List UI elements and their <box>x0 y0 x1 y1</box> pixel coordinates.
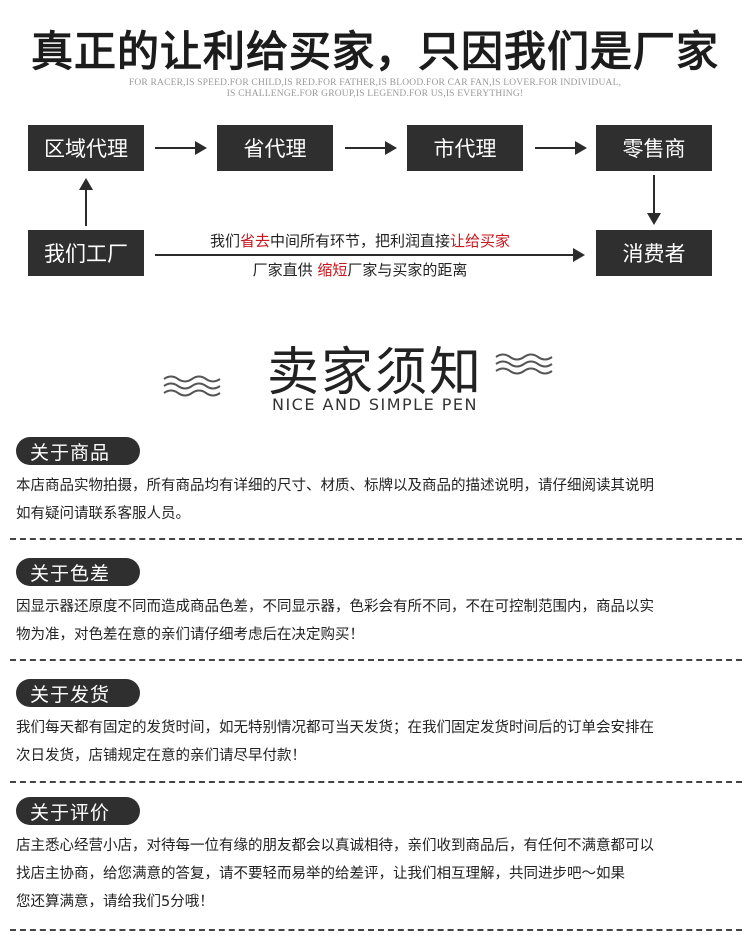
motto-line-2: IS CHALLENGE.FOR GROUP,IS LEGEND.FOR US,… <box>226 89 524 99</box>
section-title: 卖家须知 <box>266 343 483 403</box>
arrow-up-icon <box>78 178 94 226</box>
dashed-divider <box>10 538 742 540</box>
motto-line-1: FOR RACER,IS SPEED.FOR CHILD,IS RED.FOR … <box>128 78 622 88</box>
arrow-right-icon <box>535 141 587 155</box>
box-regional-agent: 区域代理 <box>28 125 144 171</box>
arrow-down-icon <box>646 175 662 225</box>
box-consumer: 消费者 <box>596 230 712 276</box>
dashed-divider <box>10 659 742 661</box>
arrow-right-icon <box>155 141 207 155</box>
wave-decoration-icon <box>495 353 553 375</box>
notice-label-shipping: 关于发货 <box>16 679 140 707</box>
flow-caption-2: 厂家直供 缩短厂家与买家的距离 <box>252 261 468 279</box>
dashed-divider <box>10 781 742 783</box>
box-retailer: 零售商 <box>596 125 712 171</box>
box-provincial-agent: 省代理 <box>217 125 333 171</box>
notice-text-shipping: 我们每天都有固定的发货时间，如无特别情况都可当天发货；在我们固定发货时间后的订单… <box>16 720 654 764</box>
notice-label-products: 关于商品 <box>16 437 140 465</box>
notice-text-reviews: 店主悉心经营小店，对待每一位有缘的朋友都会以真诚相待，亲们收到商品后，有任何不满… <box>16 838 654 910</box>
notice-text-color: 因显示器还原度不同而造成商品色差，不同显示器，色彩会有所不同，不在可控制范围内，… <box>16 599 654 643</box>
box-our-factory: 我们工厂 <box>28 230 144 276</box>
notice-text-products: 本店商品实物拍摄，所有商品均有详细的尺寸、材质、标牌以及商品的描述说明，请仔细阅… <box>16 478 654 522</box>
dashed-divider <box>10 929 742 931</box>
arrow-right-icon <box>345 141 397 155</box>
notice-label-color: 关于色差 <box>16 558 140 586</box>
notice-label-reviews: 关于评价 <box>16 797 140 825</box>
wave-decoration-icon <box>163 375 221 397</box>
flow-caption-1: 我们省去中间所有环节，把利润直接让给买家 <box>209 232 511 250</box>
arrow-long-right-icon <box>155 248 585 262</box>
section-subtitle: NICE AND SIMPLE PEN <box>271 395 479 414</box>
box-city-agent: 市代理 <box>407 125 523 171</box>
headline: 真正的让利给买家，只因我们是厂家 <box>30 27 719 76</box>
